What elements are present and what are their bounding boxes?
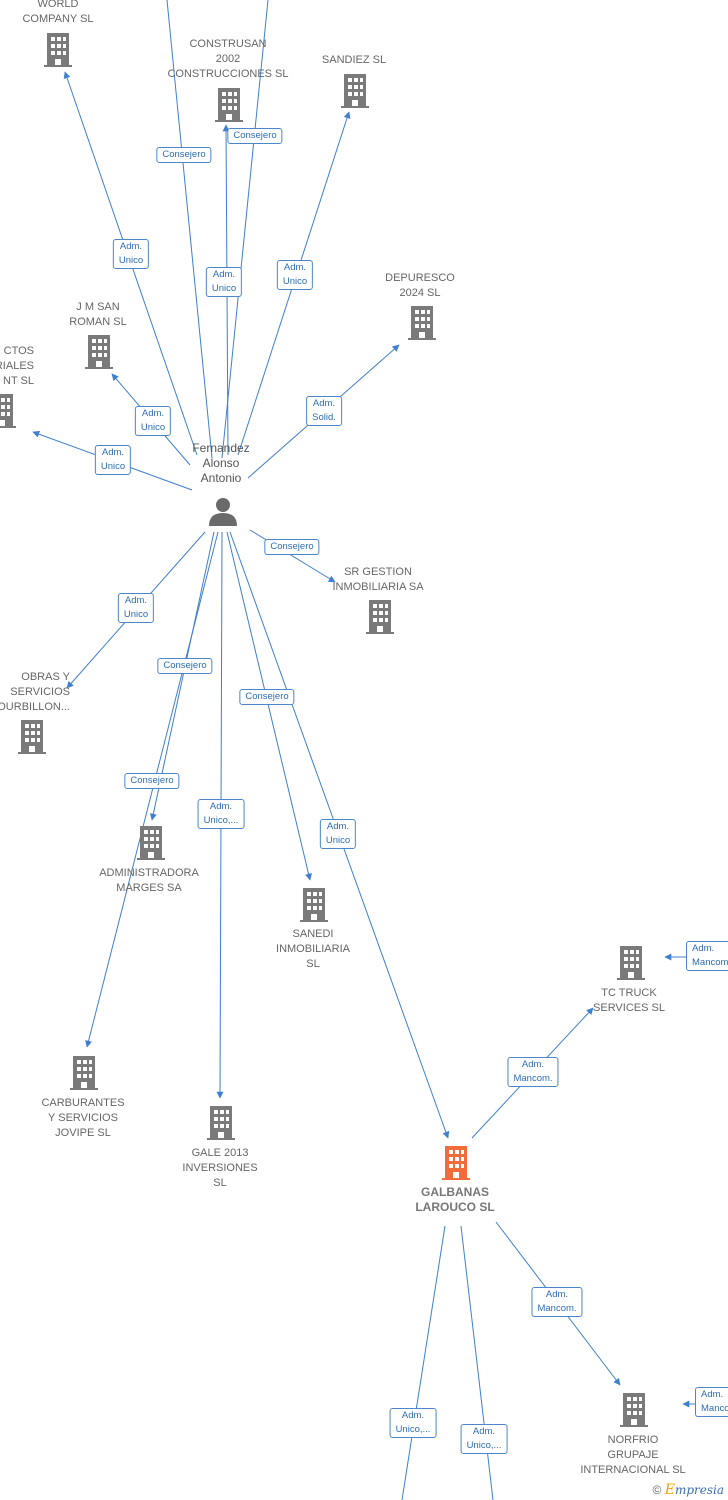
relation-label-consejero[interactable]: Consejero: [264, 539, 320, 555]
relation-label-adm-unico[interactable]: Adm. Unico: [134, 406, 172, 436]
person-icon[interactable]: [209, 498, 237, 526]
edge-bottom-left: [401, 1225, 446, 1500]
building-icon[interactable]: [617, 946, 645, 980]
company-label-depuresco[interactable]: DEPURESCO 2024 SL: [385, 272, 455, 299]
focus-company-label[interactable]: GALBANAS LAROUCO SL: [415, 1185, 495, 1214]
company-label-ctos[interactable]: CTOS RIALES NT SL: [0, 345, 34, 387]
relation-label-adm-mancom[interactable]: Adm. Manco: [695, 1387, 728, 1417]
building-icon[interactable]: [408, 306, 436, 340]
company-label-administradora[interactable]: ADMINISTRADORA MARGES SA: [99, 867, 199, 894]
building-icon[interactable]: [137, 826, 165, 860]
building-icon[interactable]: [18, 720, 46, 754]
building-icon[interactable]: [85, 335, 113, 369]
relation-label-adm-mancom[interactable]: Adm. Mancom.: [531, 1287, 583, 1317]
edge-srgestion: [249, 529, 336, 583]
company-label-carburantes[interactable]: CARBURANTES Y SERVICIOS JOVIPE SL: [41, 1097, 125, 1139]
building-icon[interactable]: [207, 1106, 235, 1140]
relation-label-adm-unico[interactable]: Adm. Unico,...: [460, 1424, 508, 1454]
relation-label-consejero[interactable]: Consejero: [157, 658, 213, 674]
relation-label-adm-unico[interactable]: Adm. Unico,...: [389, 1408, 437, 1438]
relation-label-adm-unico[interactable]: Adm. Unico: [205, 267, 243, 297]
company-label-gale[interactable]: GALE 2013 INVERSIONES SL: [182, 1147, 258, 1189]
relation-label-consejero[interactable]: Consejero: [239, 689, 295, 705]
relation-label-consejero[interactable]: Consejero: [156, 147, 212, 163]
edge-sanedi: [226, 531, 312, 881]
company-label-jmsan[interactable]: J M SAN ROMAN SL: [69, 301, 127, 328]
building-icon[interactable]: [341, 74, 369, 108]
building-icon[interactable]: [442, 1146, 470, 1180]
copyright-footer[interactable]: © Empresia: [650, 1482, 726, 1498]
relation-label-adm-unico[interactable]: Adm. Unico: [94, 445, 132, 475]
relation-label-adm-unico[interactable]: Adm. Unico: [319, 819, 357, 849]
relation-label-adm-unico[interactable]: Adm. Unico: [112, 239, 150, 269]
edge-top-left: [166, 0, 213, 459]
copyright-symbol: ©: [652, 1483, 662, 1497]
brand-logo-initial: E: [664, 1482, 675, 1498]
building-icon[interactable]: [70, 1056, 98, 1090]
building-icon[interactable]: [620, 1393, 648, 1427]
relation-label-adm-mancom[interactable]: Adm. Mancom.: [686, 941, 728, 971]
edge-administradora: [149, 531, 215, 821]
building-icon[interactable]: [215, 88, 243, 122]
company-label-tctruck[interactable]: TC TRUCK SERVICES SL: [593, 987, 665, 1014]
building-icon[interactable]: [0, 394, 16, 428]
edge-carburantes: [85, 531, 219, 1048]
edge-top-right: [221, 0, 269, 459]
relation-label-adm-unico[interactable]: Adm. Unico,...: [197, 799, 245, 829]
company-label-norfrio[interactable]: NORFRIO GRUPAJE INTERNACIONAL SL: [580, 1434, 686, 1475]
company-label-construsan[interactable]: CONSTRUSAN 2002 CONSTRUCCIONES SL: [167, 38, 289, 80]
relation-label-consejero[interactable]: Consejero: [124, 773, 180, 789]
company-label-world[interactable]: WORLD COMPANY SL: [22, 0, 94, 25]
relation-label-adm-mancom[interactable]: Adm. Mancom.: [507, 1057, 559, 1087]
building-icon[interactable]: [44, 33, 72, 67]
brand-logo-text: mpresia: [674, 1483, 724, 1497]
relation-label-adm-unico[interactable]: Adm. Unico: [276, 260, 314, 290]
edge-bottom-right: [460, 1225, 494, 1500]
relation-label-adm-solid[interactable]: Adm. Solid.: [306, 396, 342, 426]
company-label-obras[interactable]: OBRAS Y SERVICIOS OURBILLON...: [0, 671, 70, 713]
company-label-sanedi[interactable]: SANEDI INMOBILIARIA SL: [276, 928, 350, 970]
building-icon[interactable]: [300, 888, 328, 922]
person-label[interactable]: Fernandez Alonso Antonio: [192, 441, 250, 485]
relation-label-adm-unico[interactable]: Adm. Unico: [117, 593, 155, 623]
company-label-srgestion[interactable]: SR GESTION INMOBILIARIA SA: [332, 566, 424, 593]
company-label-sandiez[interactable]: SANDIEZ SL: [321, 54, 387, 66]
relation-label-consejero[interactable]: Consejero: [227, 128, 283, 144]
building-icon[interactable]: [366, 600, 394, 634]
